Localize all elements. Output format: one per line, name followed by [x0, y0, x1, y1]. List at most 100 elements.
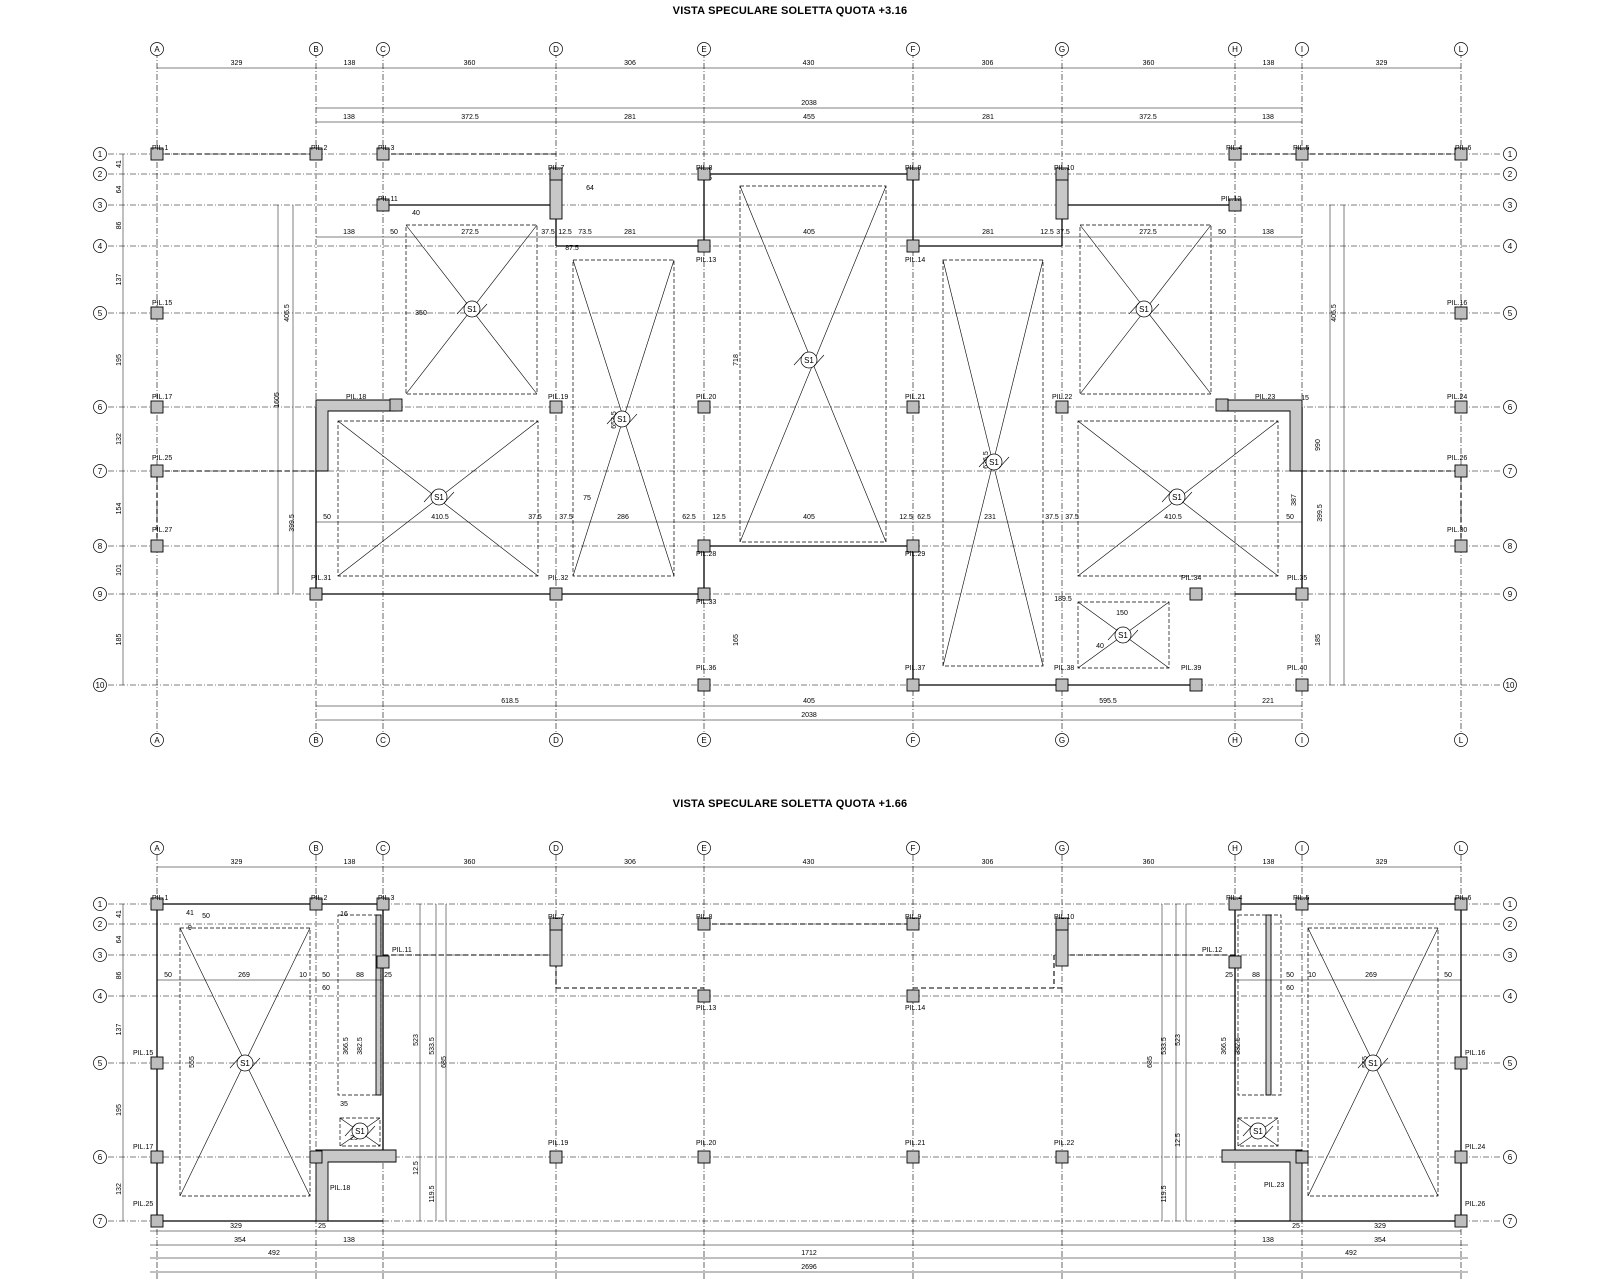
- dimension-label: 306: [624, 859, 636, 866]
- pillar-label: PIL.37: [905, 665, 925, 672]
- dimension-label: 354: [1374, 1237, 1386, 1244]
- dimension-label: 430: [803, 60, 815, 67]
- grid-bubble-label: D: [553, 736, 559, 745]
- pillar-20: PIL.20: [696, 1140, 716, 1164]
- grid-bubble-label: E: [701, 844, 706, 853]
- grid-bubble: [1503, 147, 1517, 161]
- pillar-38: PIL.38: [1054, 665, 1074, 692]
- grid-bubble: [93, 1150, 107, 1164]
- slab-tag-arrow: [1242, 1124, 1274, 1138]
- pillar: [906, 400, 920, 414]
- pillar-9: PIL.9: [905, 914, 921, 931]
- pillar-label: PIL.18: [346, 394, 366, 401]
- dimension-label: 430: [803, 859, 815, 866]
- pillar-22: PIL.22: [1052, 394, 1072, 414]
- pillar: [150, 400, 164, 414]
- grid-bubble: [1503, 1056, 1517, 1070]
- grid-bubble: [93, 989, 107, 1003]
- dimension-label: 40: [1096, 643, 1104, 650]
- grid-bubble: [309, 42, 323, 56]
- pillar-label: PIL.20: [696, 1140, 716, 1147]
- grid-bubble-label: I: [1301, 844, 1303, 853]
- dimension-label: 405: [803, 514, 815, 521]
- dimension-label: 138: [343, 1237, 355, 1244]
- grid-bubble: [93, 587, 107, 601]
- grid-bubble-label: 4: [1508, 242, 1513, 251]
- grid-bubble: [549, 733, 563, 747]
- pillar-18: PIL.18: [309, 1150, 350, 1192]
- slab-tag-arrow: [606, 412, 638, 426]
- dimension-label: 25: [350, 1135, 358, 1142]
- pillar-25: PIL.25: [150, 455, 172, 478]
- pillar: [309, 147, 323, 161]
- grid-bubble-label: L: [1459, 45, 1464, 54]
- dimension-label: 132: [116, 1183, 123, 1195]
- pillar-26: PIL.26: [1454, 1201, 1485, 1228]
- pillar-17: PIL.17: [133, 1144, 164, 1164]
- dimension-label: 372.5: [461, 114, 479, 121]
- grid-bubble: [1454, 733, 1468, 747]
- pillar-14: PIL.14: [905, 989, 925, 1012]
- wall-strip: [1265, 914, 1272, 1096]
- grid-bubble-label: 3: [1508, 951, 1513, 960]
- pillar-label: PIL.7: [548, 914, 564, 921]
- dimension-label: 64: [116, 186, 123, 194]
- grid-bubble-label: 6: [98, 403, 103, 412]
- dimension-label: 150: [1116, 610, 1128, 617]
- grid-bubble-label: 2: [1508, 920, 1513, 929]
- pillar-label: PIL.40: [1287, 665, 1307, 672]
- pillar-label: PIL.6: [1455, 895, 1471, 902]
- dimension-label: 990: [1315, 439, 1322, 451]
- slab-tag-arrow: [1107, 628, 1139, 642]
- slab-tag-arrow: [1161, 490, 1193, 504]
- pillar-23: PIL.23: [1264, 1150, 1309, 1189]
- grid-bubble-label: 1: [98, 900, 103, 909]
- dimension-label: 138: [1262, 114, 1274, 121]
- grid-bubble: [1228, 42, 1242, 56]
- grid-bubble-label: H: [1232, 844, 1238, 853]
- pillar: [697, 989, 711, 1003]
- grid-bubble-label: 3: [1508, 201, 1513, 210]
- pillar-15: PIL.15: [150, 300, 172, 320]
- pillar-label: PIL.29: [905, 551, 925, 558]
- grid-bubble-label: 8: [98, 542, 103, 551]
- grid-bubble: [93, 948, 107, 962]
- dimension-label: 37.5: [1045, 514, 1059, 521]
- dimension-label: 685: [441, 1056, 448, 1068]
- pillar-label: PIL.18: [330, 1185, 350, 1192]
- dimension-label: 281: [982, 114, 994, 121]
- grid-bubble: [150, 841, 164, 855]
- grid-bubble-label: 7: [1508, 467, 1513, 476]
- dimension-label: 60: [322, 985, 330, 992]
- slab-tag-circle: [613, 410, 631, 428]
- pillar-31: PIL.31: [309, 575, 331, 601]
- pillar-5: PIL.5: [1293, 895, 1309, 911]
- slab-tag-arrow: [344, 1124, 376, 1138]
- dimension-label: 64: [586, 185, 594, 192]
- pillar-37: PIL.37: [905, 665, 925, 692]
- pillar-label: PIL.17: [133, 1144, 153, 1151]
- dimension-label: 360: [464, 859, 476, 866]
- pillar: [1295, 678, 1309, 692]
- pillar: [150, 147, 164, 161]
- pillar-label: PIL.15: [133, 1050, 153, 1057]
- pillar-5: PIL.5: [1293, 145, 1309, 161]
- grid-bubble-label: 2: [98, 170, 103, 179]
- slab-tag-circle: [1135, 300, 1153, 318]
- dimension-label: 25: [384, 972, 392, 979]
- slab-panel: [1307, 927, 1439, 1197]
- dimension-label: 12.5: [1040, 229, 1054, 236]
- pillar: [150, 897, 164, 911]
- pillar-3: PIL.3: [376, 895, 394, 911]
- grid-bubble: [1228, 733, 1242, 747]
- pillar: [697, 587, 711, 601]
- dimension-label: 50: [1286, 972, 1294, 979]
- grid-bubble: [1503, 1214, 1517, 1228]
- dimension-label: 25: [1225, 972, 1233, 979]
- slab-tag-label: S1: [1172, 493, 1182, 502]
- dimension-label: 360: [1143, 60, 1155, 67]
- pillar: [1454, 1150, 1468, 1164]
- top-view-title: VISTA SPECULARE SOLETTA QUOTA +3.16: [673, 5, 908, 17]
- pillar-label: PIL.8: [696, 914, 712, 921]
